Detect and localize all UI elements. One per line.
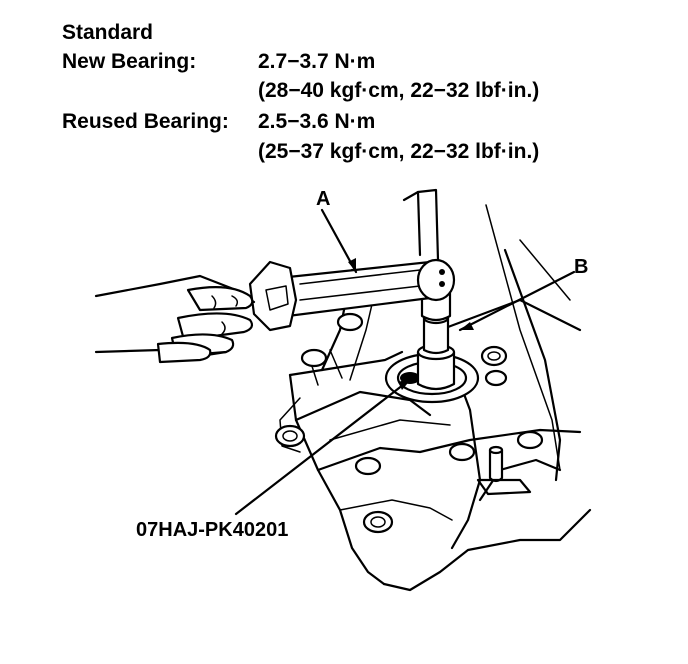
tool-number-label: 07HAJ-PK40201 (136, 519, 289, 541)
new-bearing-label: New Bearing: (62, 50, 197, 73)
new-bearing-value: 2.7−3.7 N·m (258, 50, 376, 73)
spec-heading: Standard (62, 21, 154, 44)
callout-b-label: B (574, 256, 589, 278)
reused-bearing-label: Reused Bearing: (62, 110, 229, 133)
housing-base (279, 349, 592, 592)
callout-leaders (234, 208, 576, 516)
torque-wrench (248, 258, 456, 332)
bolt-bosses (274, 312, 544, 534)
dowel-pin (476, 445, 532, 496)
new-bearing-alt-units: (28−40 kgf·cm, 22−32 lbf·in.) (258, 79, 540, 102)
hand-illustration (94, 274, 256, 364)
reused-bearing-value: 2.5−3.6 N·m (258, 110, 376, 133)
reused-bearing-alt-units: (25−37 kgf·cm, 22−32 lbf·in.) (258, 140, 540, 163)
callout-a-label: A (316, 188, 331, 210)
